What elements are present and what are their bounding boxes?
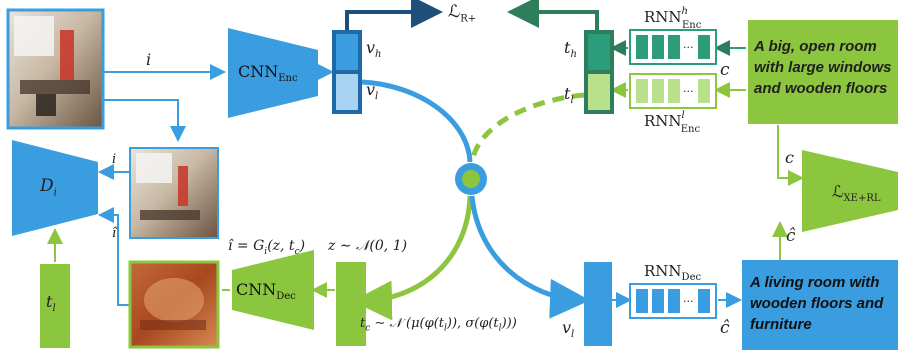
arrow-caption-to-xe-loss [777,125,804,186]
rnn-enc-h-block [629,29,717,65]
generated-image [128,260,220,349]
label-tc-eq: tc ∼ 𝒩 (μ(φ(tl)), σ(φ(tl))) [360,316,517,334]
label-i-small: i [112,152,117,167]
discriminator-block [12,140,98,236]
label-rnn-enc-h: RNNhEnc [644,6,702,31]
label-rnn-dec: RNNDec [644,262,702,283]
fusion-node-core [462,170,480,188]
label-loss-xe-rl: ℒXE+RL [832,182,881,205]
label-tl: tl [564,84,574,107]
vh-cell [336,34,358,70]
label-discriminator: Di [40,176,57,199]
label-i-hat: î [112,226,117,241]
label-z-eq: z ∼ 𝒩(0, 1) [328,238,408,254]
label-tl-left: tl [46,292,56,315]
label-cnn-enc: CNNEnc [238,62,298,85]
real-image-copy [129,147,219,239]
arrow-vh-to-loss [345,0,443,32]
label-vl: vl [366,80,379,103]
label-th: th [564,38,577,61]
rnn-dec-block [629,283,717,319]
label-c-hat-bottom: ĉ [720,318,730,338]
input-image [6,8,105,130]
curve-tl-to-node [469,92,585,163]
tc-block [336,262,366,346]
label-c-right: c [785,148,794,167]
caption-gt-text: A big, open room with large windows and … [754,38,892,97]
label-rnn-enc-l: RNNlEnc [644,110,701,135]
rnn-enc-l-block [629,73,717,109]
caption-gt-box [748,20,898,124]
ellipsis-rnn-l: ... [683,82,694,95]
caption-gen-text: A living room with wooden floors and fur… [750,274,884,333]
label-vh: vh [366,38,382,61]
label-vl-bottom: vl [562,318,575,341]
th-cell [588,34,610,70]
label-generator-eq: î = Gi(z, tc) [228,238,306,257]
curve-node-to-cnn-dec [352,195,473,321]
vl-bottom-block [584,262,612,346]
caption-gen-box [742,260,898,350]
label-cnn-dec: CNNDec [236,280,296,303]
label-c-upper: c [720,60,730,80]
label-i-input: i [146,50,152,69]
curve-vl-to-node [361,79,473,163]
ellipsis-rnn-h: ... [683,38,694,51]
arrow-gen-to-discriminator [98,207,130,306]
ellipsis-rnn-dec: ... [683,292,694,305]
cnn-enc-block [228,28,318,118]
vl-cell [336,74,358,110]
label-loss-r: ℒR+ [448,2,477,25]
arrow-image-to-copy [103,99,186,142]
arrow-th-to-loss [507,0,599,30]
loss-xe-rl-block [802,150,898,232]
cnn-dec-block [232,250,314,330]
curve-node-to-rnn-dec [469,195,590,319]
label-c-hat-right: ĉ [786,226,796,246]
tl-cell [588,74,610,110]
tl-left-block [40,264,70,348]
